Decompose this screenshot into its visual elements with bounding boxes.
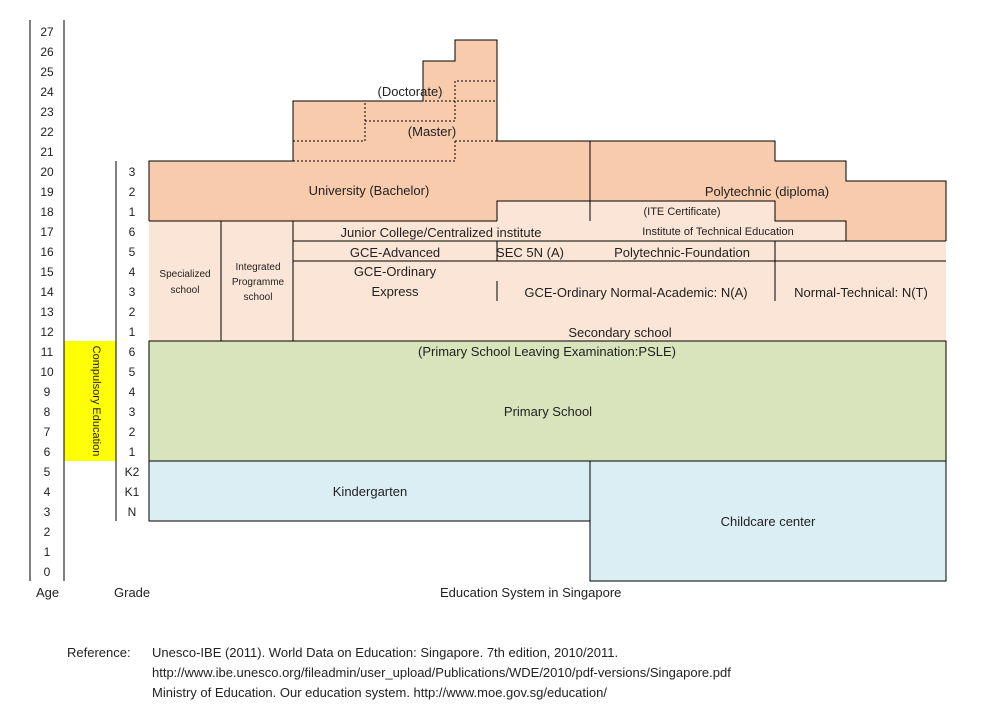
age-tick-label: 14: [40, 285, 54, 299]
age-tick-label: 3: [44, 505, 51, 519]
age-tick-label: 24: [40, 85, 54, 99]
age-tick-label: 9: [44, 385, 51, 399]
master-label: (Master): [408, 124, 456, 139]
university-label: University (Bachelor): [309, 183, 430, 198]
grade-tick-label: N: [128, 505, 137, 519]
age-tick-label: 21: [40, 145, 54, 159]
gce-advanced-label: GCE-Advanced: [350, 245, 440, 260]
age-tick-label: 16: [40, 245, 54, 259]
ip-label-1: Integrated: [235, 262, 280, 273]
age-tick-label: 23: [40, 105, 54, 119]
ip-label-3: school: [244, 292, 273, 303]
grade-tick-label: 2: [129, 425, 136, 439]
grade-tick-label: 5: [129, 245, 136, 259]
age-tick-label: 4: [44, 485, 51, 499]
doctorate-label: (Doctorate): [377, 84, 442, 99]
grade-tick-label: 5: [129, 365, 136, 379]
age-tick-label: 12: [40, 325, 54, 339]
grade-tick-label: 4: [129, 385, 136, 399]
diagram-caption: Education System in Singapore: [440, 585, 621, 600]
junior-college-label: Junior College/Centralized institute: [341, 225, 542, 240]
compulsory-education-label: Compulsory Education: [90, 346, 102, 457]
age-tick-label: 26: [40, 45, 54, 59]
grade-tick-label: 6: [129, 345, 136, 359]
ip-label-2: Programme: [232, 277, 285, 288]
reference-line-2: http://www.ibe.unesco.org/fileadmin/user…: [152, 665, 731, 680]
age-tick-label: 27: [40, 25, 54, 39]
grade-tick-label: K1: [125, 485, 140, 499]
reference-line-1: Unesco-IBE (2011). World Data on Educati…: [152, 645, 619, 660]
ite-certificate-label: (ITE Certificate): [643, 206, 720, 218]
age-tick-label: 22: [40, 125, 54, 139]
age-tick-label: 13: [40, 305, 54, 319]
grade-tick-label: K2: [125, 465, 140, 479]
age-tick-label: 19: [40, 185, 54, 199]
secondary-extra-box: [497, 201, 590, 221]
psle-label: (Primary School Leaving Examination:PSLE…: [418, 344, 676, 359]
primary-school-box: [149, 341, 946, 461]
grade-tick-label: 2: [129, 305, 136, 319]
gce-ordinary-label: GCE-Ordinary: [354, 264, 437, 279]
age-tick-label: 10: [40, 365, 54, 379]
normal-academic-label: GCE-Ordinary Normal-Academic: N(A): [524, 285, 747, 300]
age-tick-label: 8: [44, 405, 51, 419]
age-tick-label: 1: [44, 545, 51, 559]
ite-box: [590, 201, 775, 241]
age-tick-label: 2: [44, 525, 51, 539]
childcare-label: Childcare center: [721, 514, 816, 529]
grade-tick-label: 6: [129, 225, 136, 239]
express-label: Express: [372, 284, 419, 299]
age-tick-label: 25: [40, 65, 54, 79]
primary-label: Primary School: [504, 404, 592, 419]
grade-tick-label: 1: [129, 445, 136, 459]
poly-foundation-label: Polytechnic-Foundation: [614, 245, 750, 260]
grade-tick-label: 3: [129, 405, 136, 419]
university-region: [149, 40, 590, 221]
grade-tick-label: 3: [129, 285, 136, 299]
age-tick-label: 20: [40, 165, 54, 179]
reference-line-3: Ministry of Education. Our education sys…: [152, 685, 607, 700]
compulsory-education-box: [64, 341, 116, 461]
grade-ticks: N K1 K2 1 2 3 4 5 6 1 2 3 4 5 6 1 2 3: [125, 165, 140, 519]
normal-technical-label: Normal-Technical: N(T): [794, 285, 928, 300]
age-ticks: 0123456789101112131415161718192021222324…: [40, 25, 54, 579]
age-tick-label: 0: [44, 565, 51, 579]
grade-tick-label: 1: [129, 325, 136, 339]
kindergarten-box: [149, 461, 590, 521]
specialized-label-1: Specialized: [159, 269, 210, 280]
divider-sec-step: [496, 200, 946, 242]
grade-tick-label: 3: [129, 165, 136, 179]
polytechnic-label: Polytechnic (diploma): [705, 184, 829, 199]
sec5n-label: SEC 5N (A): [496, 245, 564, 260]
primary-outline: [148, 340, 947, 462]
age-tick-label: 17: [40, 225, 54, 239]
grade-tick-label: 1: [129, 205, 136, 219]
childcare-box: [590, 461, 946, 581]
age-tick-label: 18: [40, 205, 54, 219]
polytechnic-region: [590, 141, 946, 241]
age-tick-label: 6: [44, 445, 51, 459]
preschool-outline: [148, 461, 947, 582]
age-tick-label: 5: [44, 465, 51, 479]
master-dotted-line: [293, 100, 498, 142]
age-tick-label: 7: [44, 425, 51, 439]
kindergarten-label: Kindergarten: [333, 484, 407, 499]
tertiary-outline: [148, 39, 947, 241]
master-dotted-lower: [293, 141, 456, 162]
age-axis-label: Age: [36, 585, 59, 600]
grade-tick-label: 4: [129, 265, 136, 279]
age-tick-label: 11: [41, 345, 54, 359]
grade-axis-label: Grade: [114, 585, 150, 600]
age-tick-label: 15: [40, 265, 54, 279]
reference-label: Reference:: [67, 645, 131, 660]
ite-label: Institute of Technical Education: [642, 226, 793, 238]
specialized-label-2: school: [171, 285, 200, 296]
secondary-label: Secondary school: [568, 325, 671, 340]
grade-tick-label: 2: [129, 185, 136, 199]
